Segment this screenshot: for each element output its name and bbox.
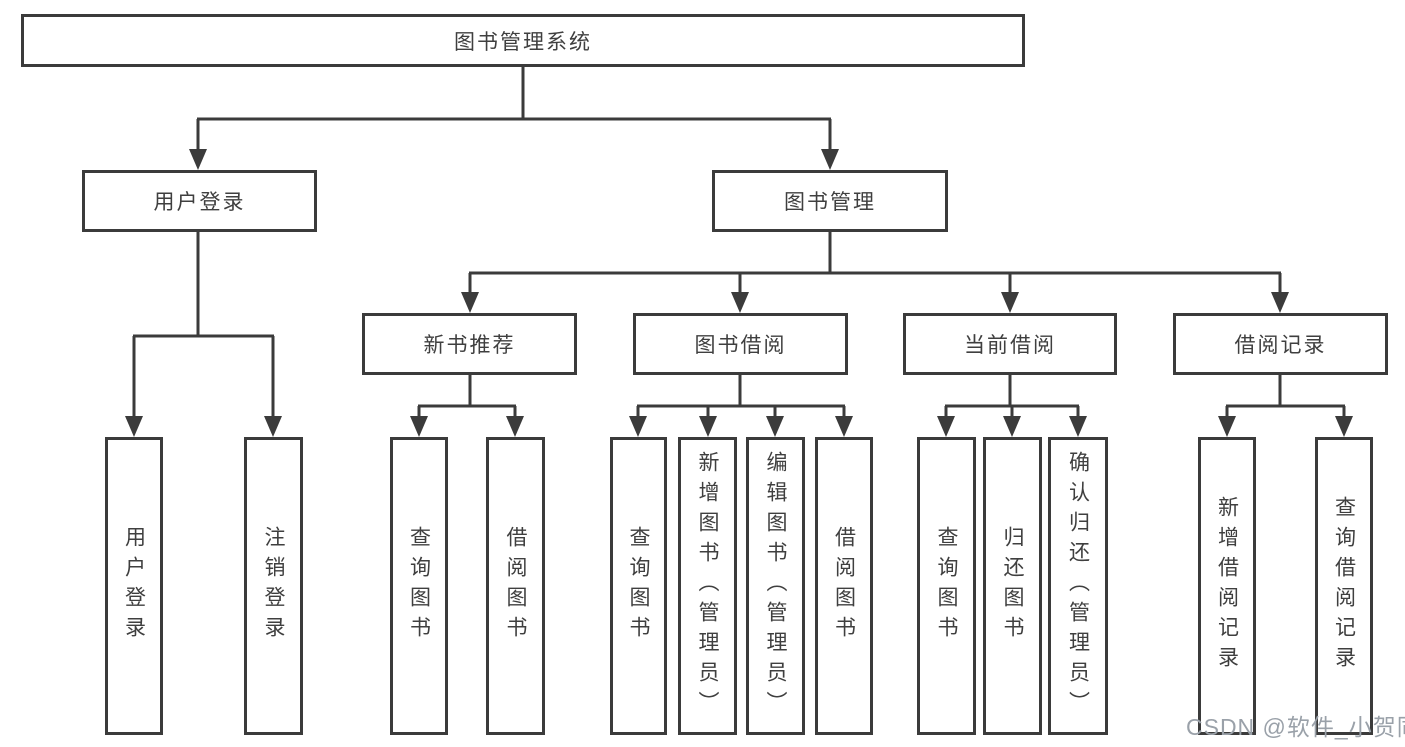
node-leaf-records-add: 新增借阅记录	[1198, 437, 1256, 735]
arrowhead-down-icon	[766, 416, 784, 437]
node-root: 图书管理系统	[21, 14, 1025, 67]
connector-borrow-records-children	[1225, 375, 1346, 420]
node-leaf-recommend-query: 查询图书	[390, 437, 448, 735]
connector-current-borrow-children	[944, 375, 1080, 420]
node-new-book-recommend: 新书推荐	[362, 313, 577, 375]
node-leaf-borrow-add: 新增图书（管理员）	[678, 437, 737, 735]
node-user-login: 用户登录	[82, 170, 317, 232]
arrowhead-down-icon	[125, 416, 143, 437]
arrowhead-down-icon	[699, 416, 717, 437]
node-leaf-recommend-borrow: 借阅图书	[486, 437, 545, 735]
node-leaf-borrow-edit: 编辑图书（管理员）	[746, 437, 805, 735]
arrowhead-down-icon	[461, 292, 479, 313]
node-book-management: 图书管理	[712, 170, 948, 232]
connector-root-children	[196, 67, 832, 153]
arrowhead-down-icon	[1335, 416, 1353, 437]
arrowhead-down-icon	[629, 416, 647, 437]
arrowhead-down-icon	[731, 292, 749, 313]
arrowhead-down-icon	[821, 149, 839, 170]
node-leaf-current-query: 查询图书	[917, 437, 976, 735]
arrowhead-down-icon	[1069, 416, 1087, 437]
arrowhead-down-icon	[410, 416, 428, 437]
node-leaf-user-login: 用户登录	[105, 437, 163, 735]
connector-new-book-recommend-children	[417, 375, 517, 420]
arrowhead-down-icon	[1003, 416, 1021, 437]
arrowhead-down-icon	[506, 416, 524, 437]
arrowhead-down-icon	[835, 416, 853, 437]
arrowhead-down-icon	[189, 149, 207, 170]
arrowhead-down-icon	[1001, 292, 1019, 313]
arrowhead-down-icon	[1218, 416, 1236, 437]
node-borrow-records: 借阅记录	[1173, 313, 1388, 375]
connector-book-borrow-children	[636, 375, 846, 420]
watermark: CSDN @软件_小贺同学	[1186, 714, 1405, 740]
arrowhead-down-icon	[937, 416, 955, 437]
connector-user-login-children	[132, 232, 275, 420]
node-leaf-records-query: 查询借阅记录	[1315, 437, 1373, 735]
node-leaf-logout: 注销登录	[244, 437, 303, 735]
connector-book-management-children	[468, 232, 1282, 296]
node-current-borrow: 当前借阅	[903, 313, 1117, 375]
node-leaf-current-return: 归还图书	[983, 437, 1042, 735]
arrowhead-down-icon	[1271, 292, 1289, 313]
node-leaf-borrow-borrow: 借阅图书	[815, 437, 873, 735]
node-leaf-current-confirm: 确认归还（管理员）	[1048, 437, 1108, 735]
node-book-borrow: 图书借阅	[633, 313, 848, 375]
node-leaf-borrow-query: 查询图书	[610, 437, 667, 735]
arrowhead-down-icon	[264, 416, 282, 437]
